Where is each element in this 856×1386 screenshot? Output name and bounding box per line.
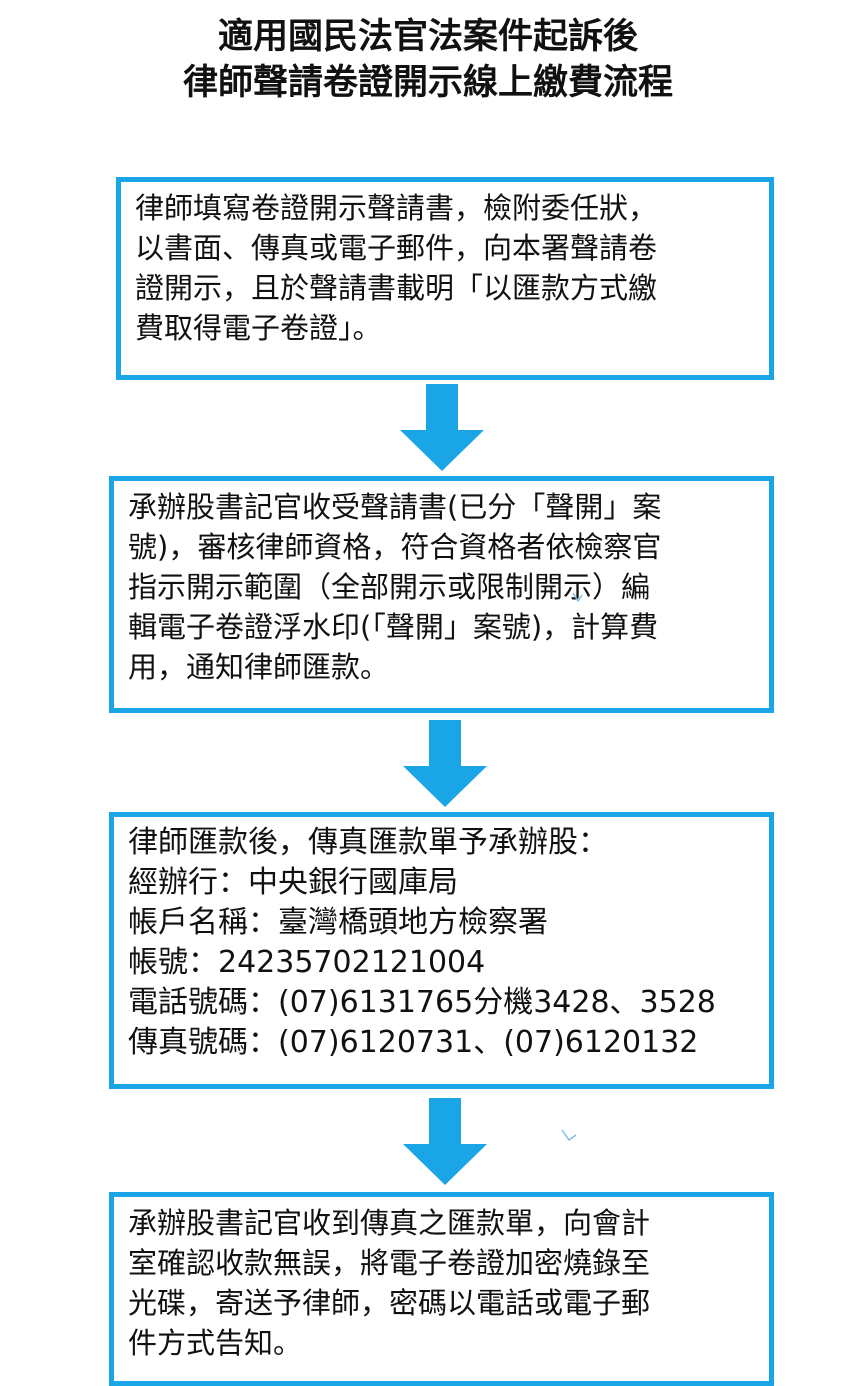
- step-4-line: 光碟，寄送予律師，密碼以電話或電子郵: [128, 1286, 651, 1320]
- step-3-line: 傳真號碼：(07)6120731、(07)6120132: [128, 1025, 699, 1060]
- step-2-line: 指示開示範圍（全部開示或限制開示）編: [128, 570, 651, 604]
- step-4-line: 承辦股書記官收到傳真之匯款單，向會計: [128, 1206, 651, 1240]
- step-2-box: 承辦股書記官收受聲請書(已分「聲開」案 號)，審核律師資格，符合資格者依檢察官 …: [109, 476, 774, 713]
- step-3-box: 律師匯款後，傳真匯款單予承辦股： 經辦行：中央銀行國庫局 帳戶名稱：臺灣橋頭地方…: [109, 812, 774, 1089]
- step-3-line: 帳號：24235702121004: [128, 945, 486, 980]
- title-line-1: 適用國民法官法案件起訴後: [217, 17, 638, 57]
- step-4-line: 室確認收款無誤，將電子卷證加密燒錄至: [128, 1246, 651, 1280]
- arrow-down-icon: [403, 1098, 487, 1185]
- step-4-line: 件方式告知。: [128, 1326, 303, 1360]
- flowchart-title: 適用國民法官法案件起訴後 律師聲請卷證開示線上繳費流程: [0, 14, 856, 106]
- arrow-down-icon: [403, 720, 487, 807]
- step-3-line: 經辦行：中央銀行國庫局: [128, 865, 458, 900]
- step-1-line: 證開示，且於聲請書載明「以匯款方式繳: [135, 271, 658, 305]
- stray-mark: [561, 1129, 577, 1142]
- step-1-line: 費取得電子卷證」。: [135, 311, 382, 345]
- stray-mark: [572, 592, 583, 603]
- step-2-line: 輯電子卷證浮水印(「聲開」案號)，計算費: [128, 610, 659, 644]
- step-1-line: 律師填寫卷證開示聲請書，檢附委任狀，: [135, 191, 658, 225]
- step-4-box: 承辦股書記官收到傳真之匯款單，向會計 室確認收款無誤，將電子卷證加密燒錄至 光碟…: [109, 1192, 774, 1386]
- step-2-line: 號)，審核律師資格，符合資格者依檢察官: [128, 530, 662, 564]
- step-1-line: 以書面、傳真或電子郵件，向本署聲請卷: [135, 231, 658, 265]
- step-2-line: 承辦股書記官收受聲請書(已分「聲開」案: [128, 490, 662, 524]
- step-3-line: 律師匯款後，傳真匯款單予承辦股：: [128, 825, 608, 860]
- title-line-2: 律師聲請卷證開示線上繳費流程: [182, 63, 673, 103]
- step-3-line: 電話號碼：(07)6131765分機3428、3528: [128, 985, 716, 1020]
- step-2-line: 用，通知律師匯款。: [128, 650, 390, 684]
- step-3-line: 帳戶名稱：臺灣橋頭地方檢察署: [128, 905, 548, 940]
- arrow-down-icon: [400, 384, 484, 471]
- step-1-box: 律師填寫卷證開示聲請書，檢附委任狀， 以書面、傳真或電子郵件，向本署聲請卷 證開…: [116, 177, 774, 380]
